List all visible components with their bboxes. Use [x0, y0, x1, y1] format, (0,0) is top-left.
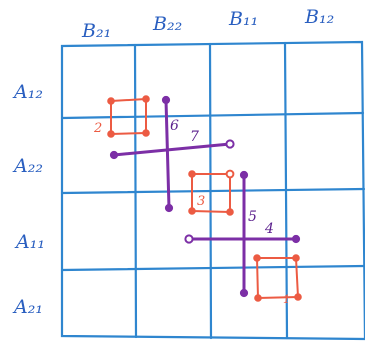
block-number-1: 1 [283, 293, 290, 306]
purple-endpoint [164, 203, 174, 213]
block-number-5: 5 [248, 209, 257, 225]
purple-endpoint [239, 170, 249, 180]
red-block-corner [253, 254, 261, 262]
red-block-corner [107, 97, 115, 105]
red-block-corner [107, 130, 115, 138]
column-label: B₁₁ [228, 8, 258, 30]
red-block-corner [294, 293, 302, 301]
row-label: A₂₁ [12, 296, 43, 318]
grid [60, 40, 365, 341]
red-block-corner [292, 254, 300, 262]
red-block-corner [142, 129, 150, 137]
red-blocks [107, 95, 302, 302]
purple-endpoint [184, 234, 194, 244]
grid-border [60, 40, 365, 341]
row-label: A₂₂ [12, 155, 43, 177]
red-block-corner [254, 294, 262, 302]
purple-line-7 [112, 142, 232, 157]
purple-endpoint [291, 234, 301, 244]
grid-hline-1 [60, 111, 365, 120]
block-numbers: 1 2 3 4 5 6 7 [93, 118, 290, 306]
column-label: B₂₂ [152, 13, 182, 35]
column-labels: B₂₁ B₂₂ B₁₁ B₁₂ [81, 6, 334, 42]
red-block-corner [188, 170, 196, 178]
purple-endpoint [239, 288, 249, 298]
red-block-3 [188, 169, 235, 216]
purple-endpoint [109, 150, 119, 160]
grid-hline-2 [60, 187, 365, 195]
block-number-2: 2 [93, 121, 102, 136]
grid-hline-3 [60, 264, 365, 272]
column-label: B₁₂ [304, 6, 334, 28]
purple-line-6 [164, 98, 171, 210]
purple-endpoint [225, 139, 235, 149]
red-block-corner [188, 207, 196, 215]
purple-endpoint [161, 95, 171, 105]
red-block-corner [225, 169, 235, 179]
block-number-3: 3 [197, 194, 205, 209]
red-block-2 [107, 95, 150, 138]
column-label: B₂₁ [81, 20, 111, 42]
row-label: A₁₁ [14, 231, 45, 253]
red-block-square [256, 257, 299, 299]
block-number-6: 6 [170, 118, 179, 134]
row-labels: A₁₂ A₂₂ A₁₁ A₂₁ [12, 81, 45, 318]
row-label: A₁₂ [12, 81, 43, 103]
red-block-corner [142, 95, 150, 103]
block-number-7: 7 [190, 129, 199, 145]
purple-crosses [109, 95, 301, 298]
red-block-corner [226, 208, 234, 216]
red-block-1 [253, 254, 302, 302]
block-number-4: 4 [264, 221, 274, 237]
